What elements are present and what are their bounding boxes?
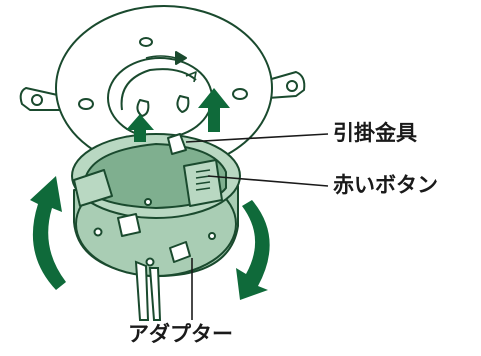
ceiling-plate-slot-right (176, 95, 190, 113)
adapter-face-socket (117, 213, 141, 237)
ceiling-plate-right-ear-hole (286, 80, 298, 92)
push-up-arrow-right (198, 88, 230, 132)
adapter-left-notch (73, 169, 113, 207)
adapter-face-hole-d (208, 232, 216, 240)
ceiling-plate-ring-inner (120, 68, 197, 111)
ceiling-plate-boss-right (232, 88, 248, 100)
ceiling-plate-slot-left (136, 99, 150, 117)
label-adapter: アダプター (128, 322, 233, 346)
ceiling-plate-boss-left (78, 98, 94, 110)
adapter-body (71, 133, 241, 278)
ceiling-plate-boss-top (139, 37, 153, 47)
rotation-arrows (30, 176, 270, 300)
adapter-button-grille (195, 169, 211, 191)
leader-hook-fitting (185, 133, 329, 143)
push-up-arrows (126, 88, 230, 142)
adapter-top-latch (167, 133, 187, 155)
label-red-button: 赤いボタン (333, 173, 438, 197)
ceiling-plate-rotate-head (175, 51, 187, 65)
adapter-face-hole-a (93, 227, 103, 237)
label-hook-fitting: 引掛金具 (333, 121, 417, 145)
ceiling-plate-left-ear-hole (31, 94, 43, 106)
ceiling-plate-mark (185, 71, 197, 83)
power-cord (134, 260, 162, 321)
rotate-arrow-right (236, 200, 270, 300)
push-up-arrow-left (126, 114, 154, 142)
leader-red-button (207, 175, 329, 187)
adapter-face-slot (169, 241, 191, 263)
adapter-face-hole-b (145, 257, 155, 267)
adapter-face-hole-c (144, 198, 152, 206)
ceiling-plate-rotate-arc (145, 55, 177, 59)
rotate-arrow-left (30, 176, 66, 290)
leader-lines (185, 133, 329, 320)
